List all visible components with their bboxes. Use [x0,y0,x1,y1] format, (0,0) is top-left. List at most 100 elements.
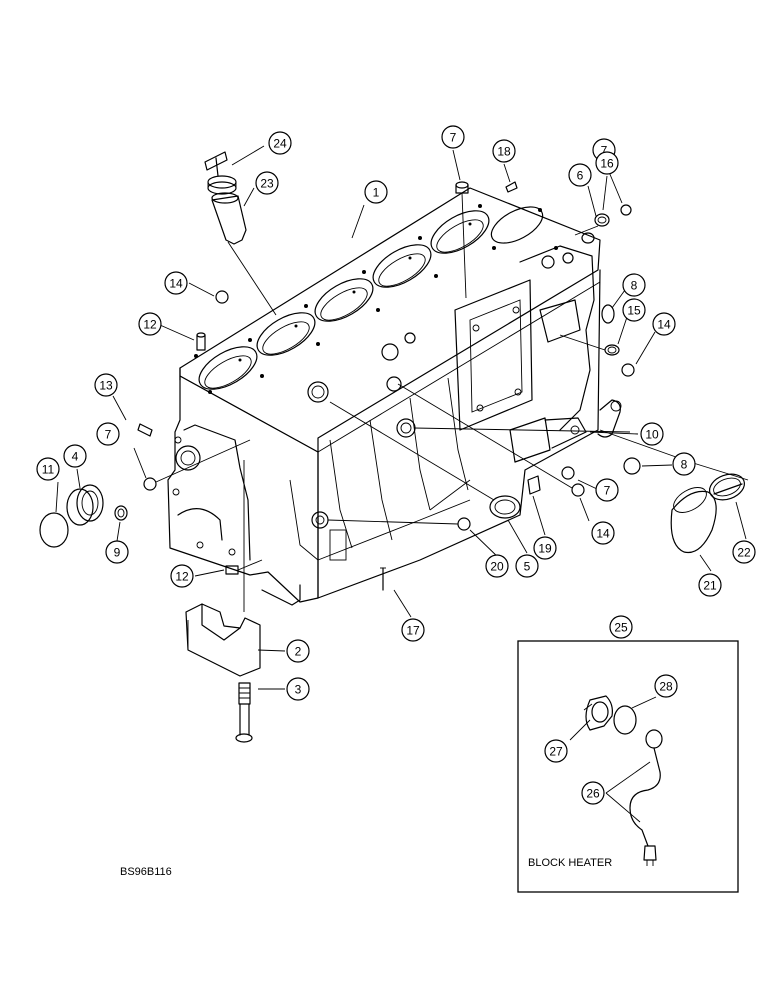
callout-number: 14 [657,318,671,332]
callout-number: 12 [143,318,157,332]
callout-number: 7 [604,484,611,498]
callout-number: 10 [645,428,659,442]
callout-number: 4 [72,450,79,464]
callout-14: 14 [652,312,676,336]
callout-number: 6 [577,169,584,183]
callout-number: 8 [631,279,638,293]
callout-number: 13 [99,379,113,393]
callout-14: 14 [591,521,615,545]
callout-circle [164,271,188,295]
callout-14: 14 [164,271,188,295]
callout-number: 5 [524,560,531,574]
callout-1: 1 [364,180,388,204]
callout-number: 7 [601,144,608,158]
callout-number: 15 [627,304,641,318]
callout-circle [595,151,619,175]
callout-circle [96,422,120,446]
callout-circle [268,131,292,155]
callout-9: 9 [105,540,129,564]
callout-circle [255,171,279,195]
callout-13: 13 [94,373,118,397]
callout-28: 28 [654,674,678,698]
callout-5: 5 [515,554,539,578]
callout-number: 8 [681,458,688,472]
callout-number: 26 [586,787,600,801]
callout-circle [544,739,568,763]
callout-number: 14 [596,527,610,541]
callout-circle [138,312,162,336]
callout-12: 12 [170,564,194,588]
callout-circle [672,452,696,476]
figure-code: BS96B116 [120,866,172,878]
callout-number: 17 [406,624,420,638]
callout-circle [286,639,310,663]
callout-number: 11 [42,463,55,477]
callout-number: 7 [450,131,457,145]
callout-circle [492,139,516,163]
callout-25: 25 [609,615,633,639]
callout-circle [36,457,60,481]
callout-22: 22 [732,540,756,564]
callout-circle [640,422,664,446]
callout-number: 19 [538,542,552,556]
callout-23: 23 [255,171,279,195]
callout-circle [94,373,118,397]
callout-leaders [55,145,747,823]
callout-number: 24 [273,137,287,151]
callout-number: 20 [490,560,504,574]
callout-7: 7 [441,125,465,149]
callout-number: 21 [703,579,717,593]
callout-number: 23 [260,177,274,191]
callout-18: 18 [492,139,516,163]
callout-number: 1 [373,186,380,200]
callout-number: 3 [295,683,302,697]
callout-circle [654,674,678,698]
callout-number: 22 [737,546,751,560]
callout-circle [609,615,633,639]
callout-circle [622,273,646,297]
callout-10: 10 [640,422,664,446]
callout-11: 11 [36,457,60,481]
callout-26: 26 [581,781,605,805]
callout-4: 4 [63,444,87,468]
callout-number: 25 [614,621,628,635]
callout-20: 20 [485,554,509,578]
callout-2: 2 [286,639,310,663]
callout-circle [568,163,592,187]
callout-circle [732,540,756,564]
callout-8: 8 [622,273,646,297]
callout-number: 18 [497,145,511,159]
block-heater-inset [517,640,739,893]
callout-24: 24 [268,131,292,155]
callout-circle [63,444,87,468]
callout-circle [286,677,310,701]
callout-number: 28 [659,680,673,694]
callout-number: 14 [169,277,183,291]
callout-21: 21 [698,573,722,597]
callout-circle [485,554,509,578]
callout-circle [170,564,194,588]
callout-7: 7 [595,478,619,502]
callout-circle [364,180,388,204]
engine-block-drawing [167,187,749,606]
callout-circle [698,573,722,597]
callout-circle [533,536,557,560]
callout-circle [105,540,129,564]
callout-number: 12 [175,570,189,584]
callout-number: 7 [105,428,112,442]
callout-circle [652,312,676,336]
callout-circle [515,554,539,578]
callout-circle [441,125,465,149]
callout-15: 15 [622,298,646,322]
callout-circle [622,298,646,322]
block-heater-label: BLOCK HEATER [528,857,612,869]
callout-circle [401,618,425,642]
callout-19: 19 [533,536,557,560]
callout-number: 16 [600,157,614,171]
callout-8: 8 [672,452,696,476]
callout-number: 9 [114,546,121,560]
callout-6: 6 [568,163,592,187]
callout-circle [595,478,619,502]
callout-circle [581,781,605,805]
